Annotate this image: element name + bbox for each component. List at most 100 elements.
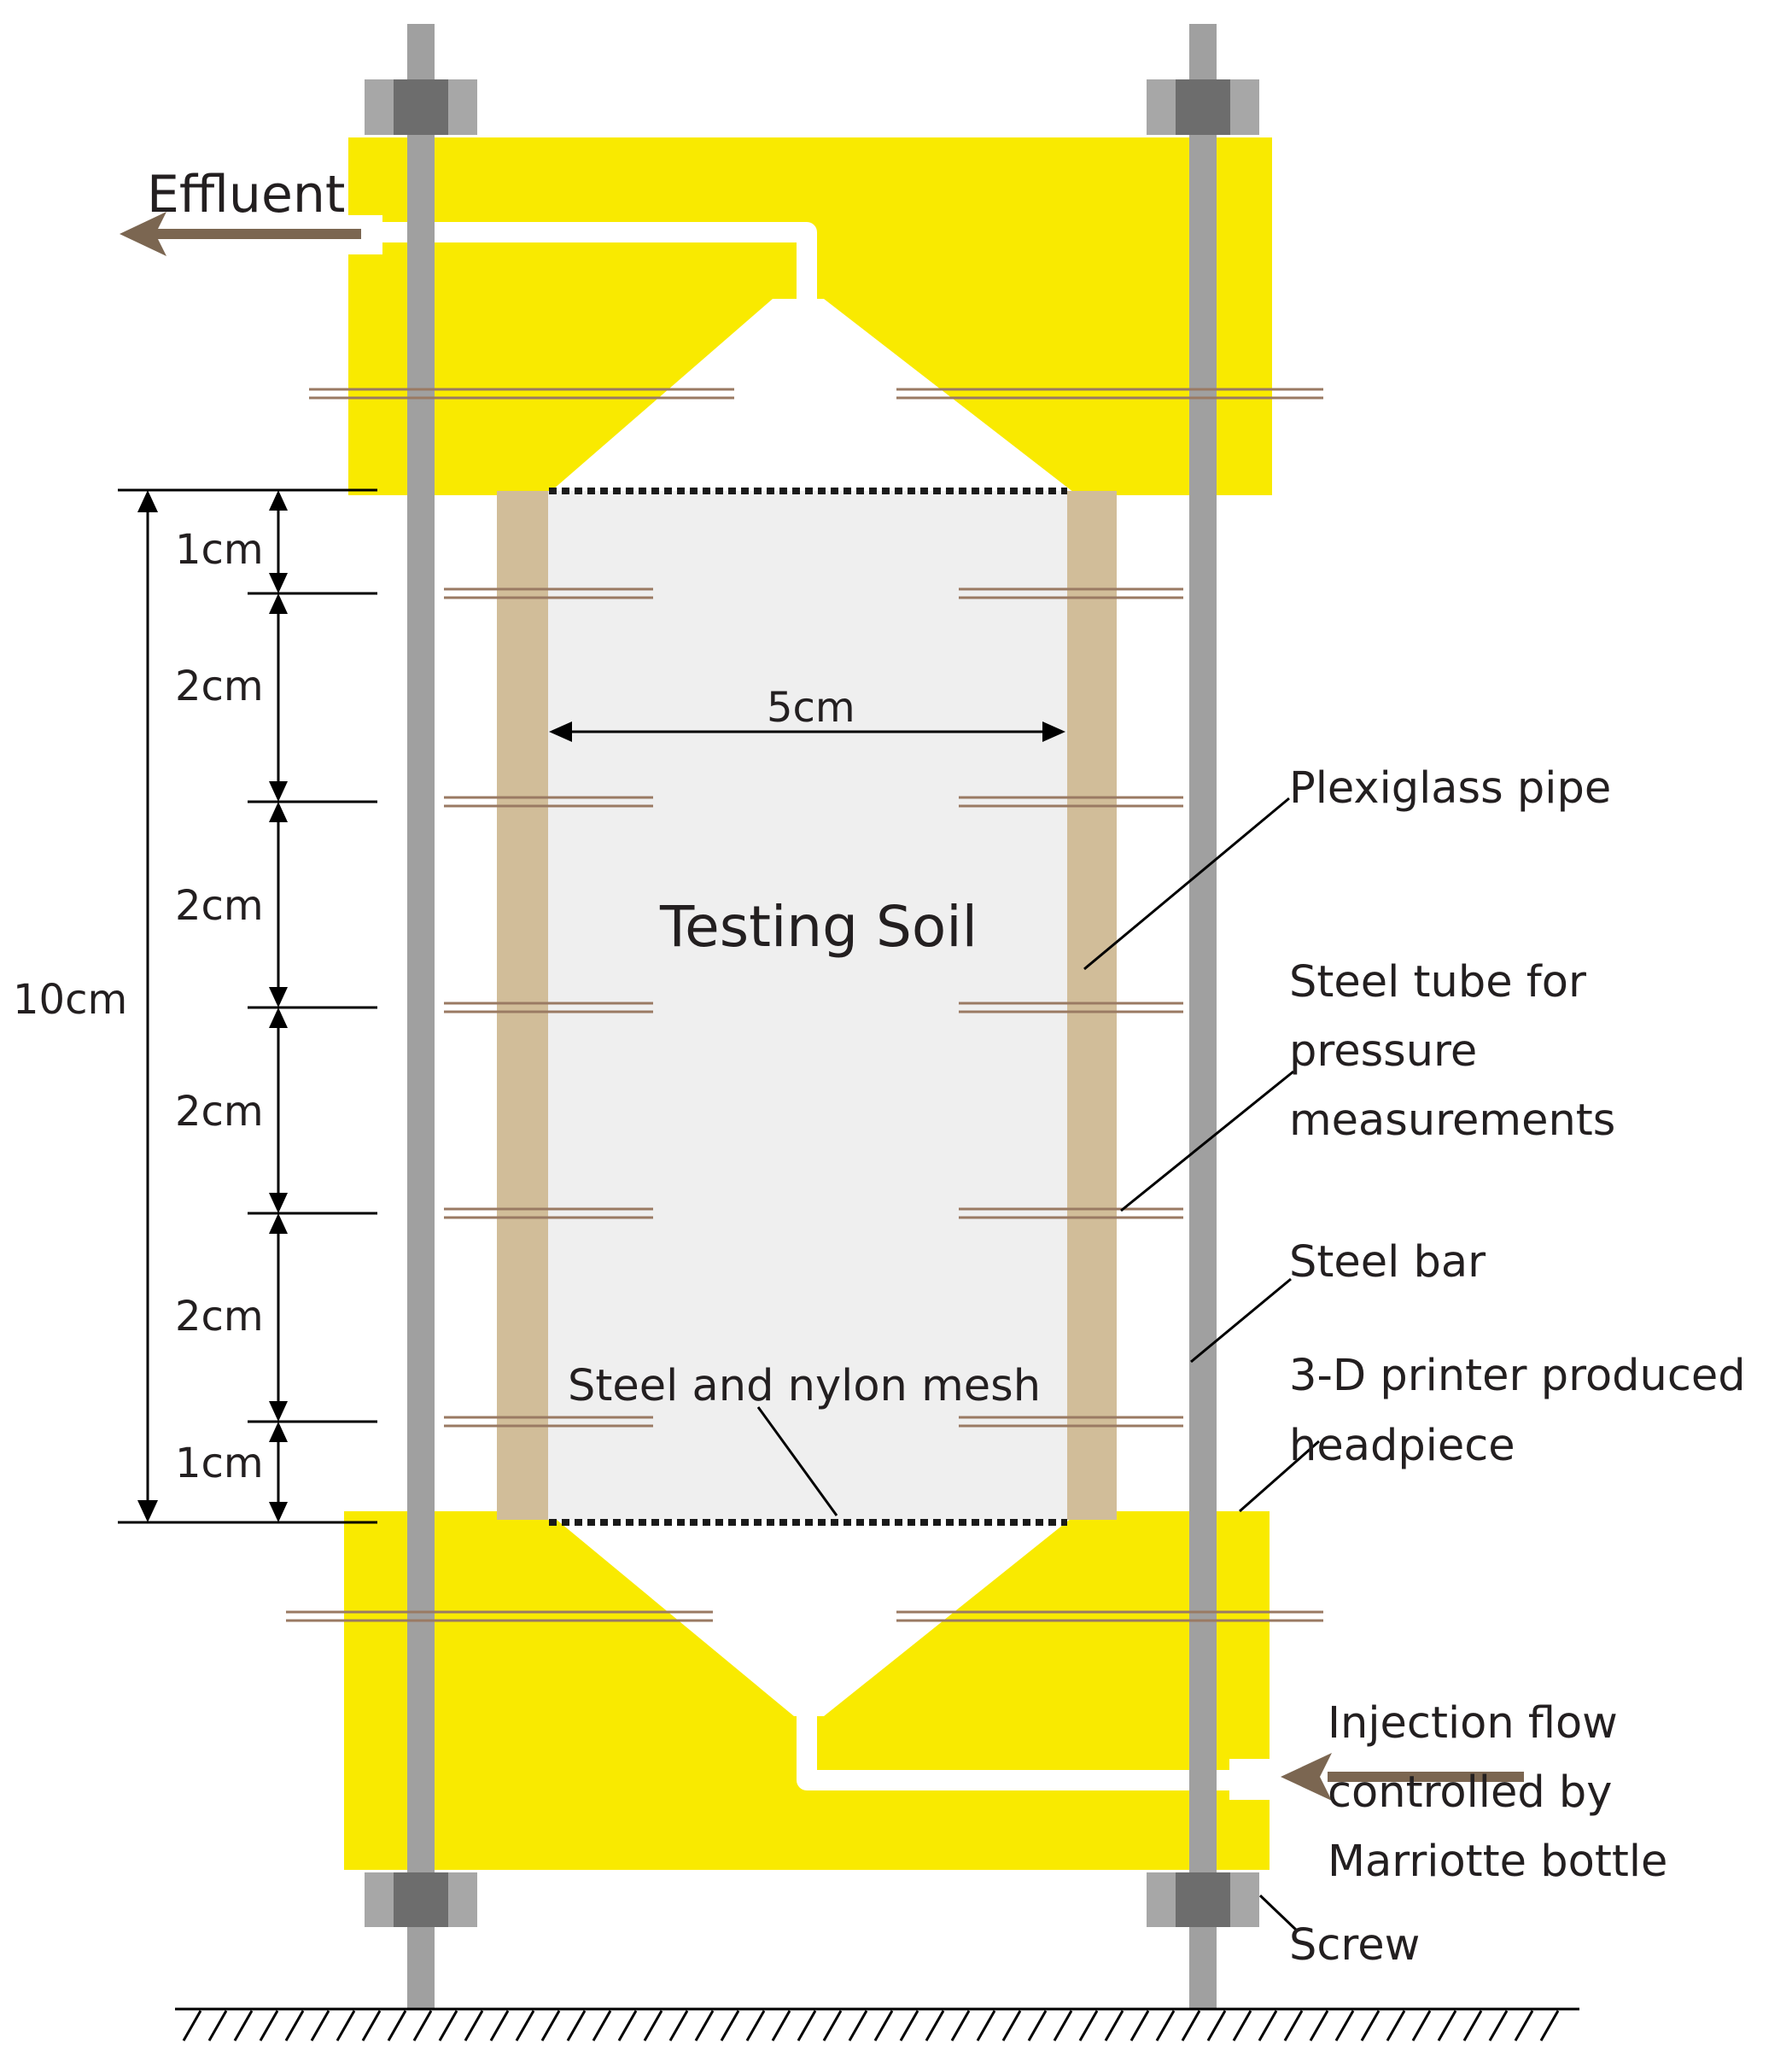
ground-hatch-mark	[361, 2010, 382, 2041]
headpiece-tube-top-left	[309, 388, 734, 400]
ground-hatch-mark	[412, 2010, 433, 2041]
nut-bottom-right	[1147, 1872, 1259, 1927]
nut-top-right	[1147, 79, 1259, 135]
ground-hatch-mark	[464, 2010, 484, 2041]
steel-bar-left	[407, 24, 435, 2009]
dimension-ticks	[118, 488, 377, 1524]
ground-hatch-mark	[233, 2010, 254, 2041]
ground-hatch-mark	[336, 2010, 356, 2041]
ground-hatch-mark	[1258, 2010, 1278, 2041]
dimension-segment-arrows	[269, 490, 288, 1522]
steel-tube-label-line1: Steel tube for	[1289, 957, 1586, 1008]
headpiece-label-line2: headpiece	[1289, 1421, 1515, 1471]
ground-hatch-mark	[489, 2010, 510, 2041]
ground-hatch-mark	[1539, 2010, 1560, 2041]
width-label: 5cm	[767, 684, 855, 732]
headpiece-tube-bottom-right	[896, 1610, 1323, 1622]
ground-hatch-mark	[848, 2010, 868, 2041]
headpiece-label-line1: 3-D printer produced	[1289, 1351, 1746, 1401]
ground-hatch-mark	[1462, 2010, 1483, 2041]
leader-plexiglass	[1083, 797, 1290, 971]
ground-hatch-mark	[1181, 2010, 1201, 2041]
ground-hatch-mark	[592, 2010, 612, 2041]
testing-soil-region	[546, 491, 1067, 1520]
ground-hatch-mark	[1386, 2010, 1406, 2041]
ground-hatch-mark	[771, 2010, 791, 2041]
pressure-tube-left-5	[444, 1416, 653, 1428]
bottom-flow-channel	[797, 1716, 1238, 1790]
nut-bottom-left	[365, 1872, 477, 1927]
ground-hatch-mark	[1078, 2010, 1099, 2041]
top-headpiece	[348, 137, 1272, 495]
ground-hatch-mark	[1232, 2010, 1252, 2041]
ground-hatch-mark	[515, 2010, 535, 2041]
ground-hatch-mark	[668, 2010, 689, 2041]
ground-hatch-mark	[950, 2010, 971, 2041]
ground-hatch-mark	[1411, 2010, 1432, 2041]
ground-hatch-mark	[797, 2010, 817, 2041]
ground-hatch-mark	[1053, 2010, 1073, 2041]
ground-hatch-mark	[617, 2010, 638, 2041]
pressure-tube-left-1	[444, 587, 653, 599]
pressure-tube-left-4	[444, 1207, 653, 1219]
plexiglass-pipe-left	[497, 491, 548, 1520]
ground-hatch-mark	[1027, 2010, 1048, 2041]
segment-label-6: 1cm	[175, 1440, 264, 1487]
ground-hatch-mark	[1488, 2010, 1509, 2041]
ground-hatch-mark	[566, 2010, 587, 2041]
ground-hatch-mark	[1206, 2010, 1227, 2041]
dimension-width-arrow-right	[1042, 721, 1065, 742]
ground-hatch-mark	[1155, 2010, 1176, 2041]
dimension-total-arrow-bottom	[137, 1500, 158, 1522]
pressure-tube-group	[444, 587, 1183, 1428]
ground-hatch-mark	[1334, 2010, 1355, 2041]
plexiglass-pipe-label: Plexiglass pipe	[1289, 763, 1611, 814]
effluent-arrow	[120, 212, 361, 256]
pressure-tube-right-3	[959, 1002, 1183, 1013]
pressure-tube-left-2	[444, 796, 653, 808]
leader-steel-bar	[1190, 1277, 1292, 1364]
segment-label-1: 1cm	[175, 526, 264, 574]
ground-hatch-mark	[387, 2010, 407, 2041]
steel-tube-label-line2: pressure	[1289, 1026, 1477, 1077]
ground-hatch-mark	[1514, 2010, 1534, 2041]
top-flow-channel	[343, 222, 817, 299]
ground-hatch-mark	[1104, 2010, 1124, 2041]
ground-hatch-mark	[694, 2010, 715, 2041]
ground-hatch-mark	[259, 2010, 279, 2041]
ground-hatch-mark	[284, 2010, 305, 2041]
plexiglass-pipe-right	[1067, 491, 1117, 1520]
leader-headpiece	[1239, 1440, 1320, 1513]
ground-hatch-mark	[1309, 2010, 1329, 2041]
ground-hatch-mark	[1001, 2010, 1022, 2041]
bottom-headpiece	[344, 1511, 1270, 1870]
ground-hatch-mark	[720, 2010, 740, 2041]
injection-label-line3: Marriotte bottle	[1328, 1837, 1667, 1887]
ground-hatch-mark	[822, 2010, 843, 2041]
total-length-label: 10cm	[13, 976, 127, 1024]
ground-hatch-mark	[899, 2010, 919, 2041]
segment-label-4: 2cm	[175, 1088, 264, 1136]
injection-label-line1: Injection flow	[1328, 1698, 1618, 1749]
bottom-inlet-port	[1229, 1759, 1272, 1800]
segment-label-5: 2cm	[175, 1293, 264, 1340]
ground-hatch-mark	[438, 2010, 458, 2041]
testing-soil-label: Testing Soil	[659, 894, 978, 960]
steel-bar-label: Steel bar	[1289, 1237, 1486, 1288]
dimension-width-arrow-left	[549, 721, 572, 742]
ground-hatch-mark	[1360, 2010, 1380, 2041]
headpiece-tube-top-right	[896, 388, 1323, 400]
ground-hatch-mark	[182, 2010, 202, 2041]
ground-hatch-mark	[1129, 2010, 1150, 2041]
injection-arrow	[1281, 1753, 1524, 1801]
headpiece-tube-bottom-left	[286, 1610, 713, 1622]
ground-hatch-mark	[1437, 2010, 1457, 2041]
pressure-tube-right-5	[959, 1416, 1183, 1428]
leader-mesh	[756, 1406, 838, 1516]
ground-hatch-mark	[745, 2010, 766, 2041]
leader-steel-tube	[1120, 1070, 1294, 1212]
nut-top-left	[365, 79, 477, 135]
screw-label: Screw	[1289, 1920, 1420, 1971]
